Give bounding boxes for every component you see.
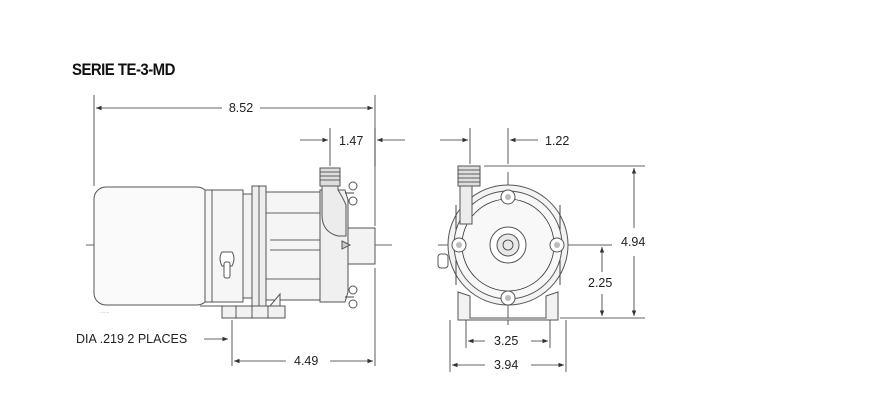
dim-shaft-height: 2.25 xyxy=(588,276,612,290)
dim-inlet-offset-front: 1.22 xyxy=(545,134,569,148)
bolt-right xyxy=(549,237,565,253)
note-mount-holes: DIA .219 2 PLACES xyxy=(76,332,187,346)
svg-text:·······: ······· xyxy=(100,310,109,315)
pump-bracket xyxy=(265,191,321,301)
bolt-left xyxy=(451,237,467,253)
dim-mount-offset: 4.49 xyxy=(294,354,318,368)
wing-nut-bottom xyxy=(345,285,358,309)
front-base xyxy=(457,291,559,321)
front-inlet-pipe xyxy=(459,183,473,225)
inlet-port xyxy=(321,184,347,237)
dim-overall-length: 8.52 xyxy=(229,101,253,115)
inlet-fitting xyxy=(319,167,341,187)
dim-inlet-offset-side: 1.47 xyxy=(339,134,363,148)
bolt-top xyxy=(500,189,516,205)
motor-housing xyxy=(93,186,210,306)
dim-base-hole-spacing: 3.25 xyxy=(494,334,518,348)
dim-overall-height: 4.94 xyxy=(621,235,645,249)
outlet-nozzle xyxy=(347,227,376,265)
front-inlet-fitting xyxy=(457,165,481,187)
power-switch xyxy=(219,251,235,267)
dim-base-width: 3.94 xyxy=(494,358,518,372)
front-view: 1.22 4.94 2.25 3.25 3.94 xyxy=(437,128,645,372)
page-title: SERIE TE-3-MD xyxy=(72,60,175,79)
motor-end-band xyxy=(204,189,244,303)
front-switch xyxy=(437,253,449,269)
wing-nut-top xyxy=(345,181,358,206)
side-view: ······· 8.52 1.47 DIA .219 2 PLACES 4.49 xyxy=(76,95,405,368)
bolt-bottom xyxy=(500,290,516,306)
